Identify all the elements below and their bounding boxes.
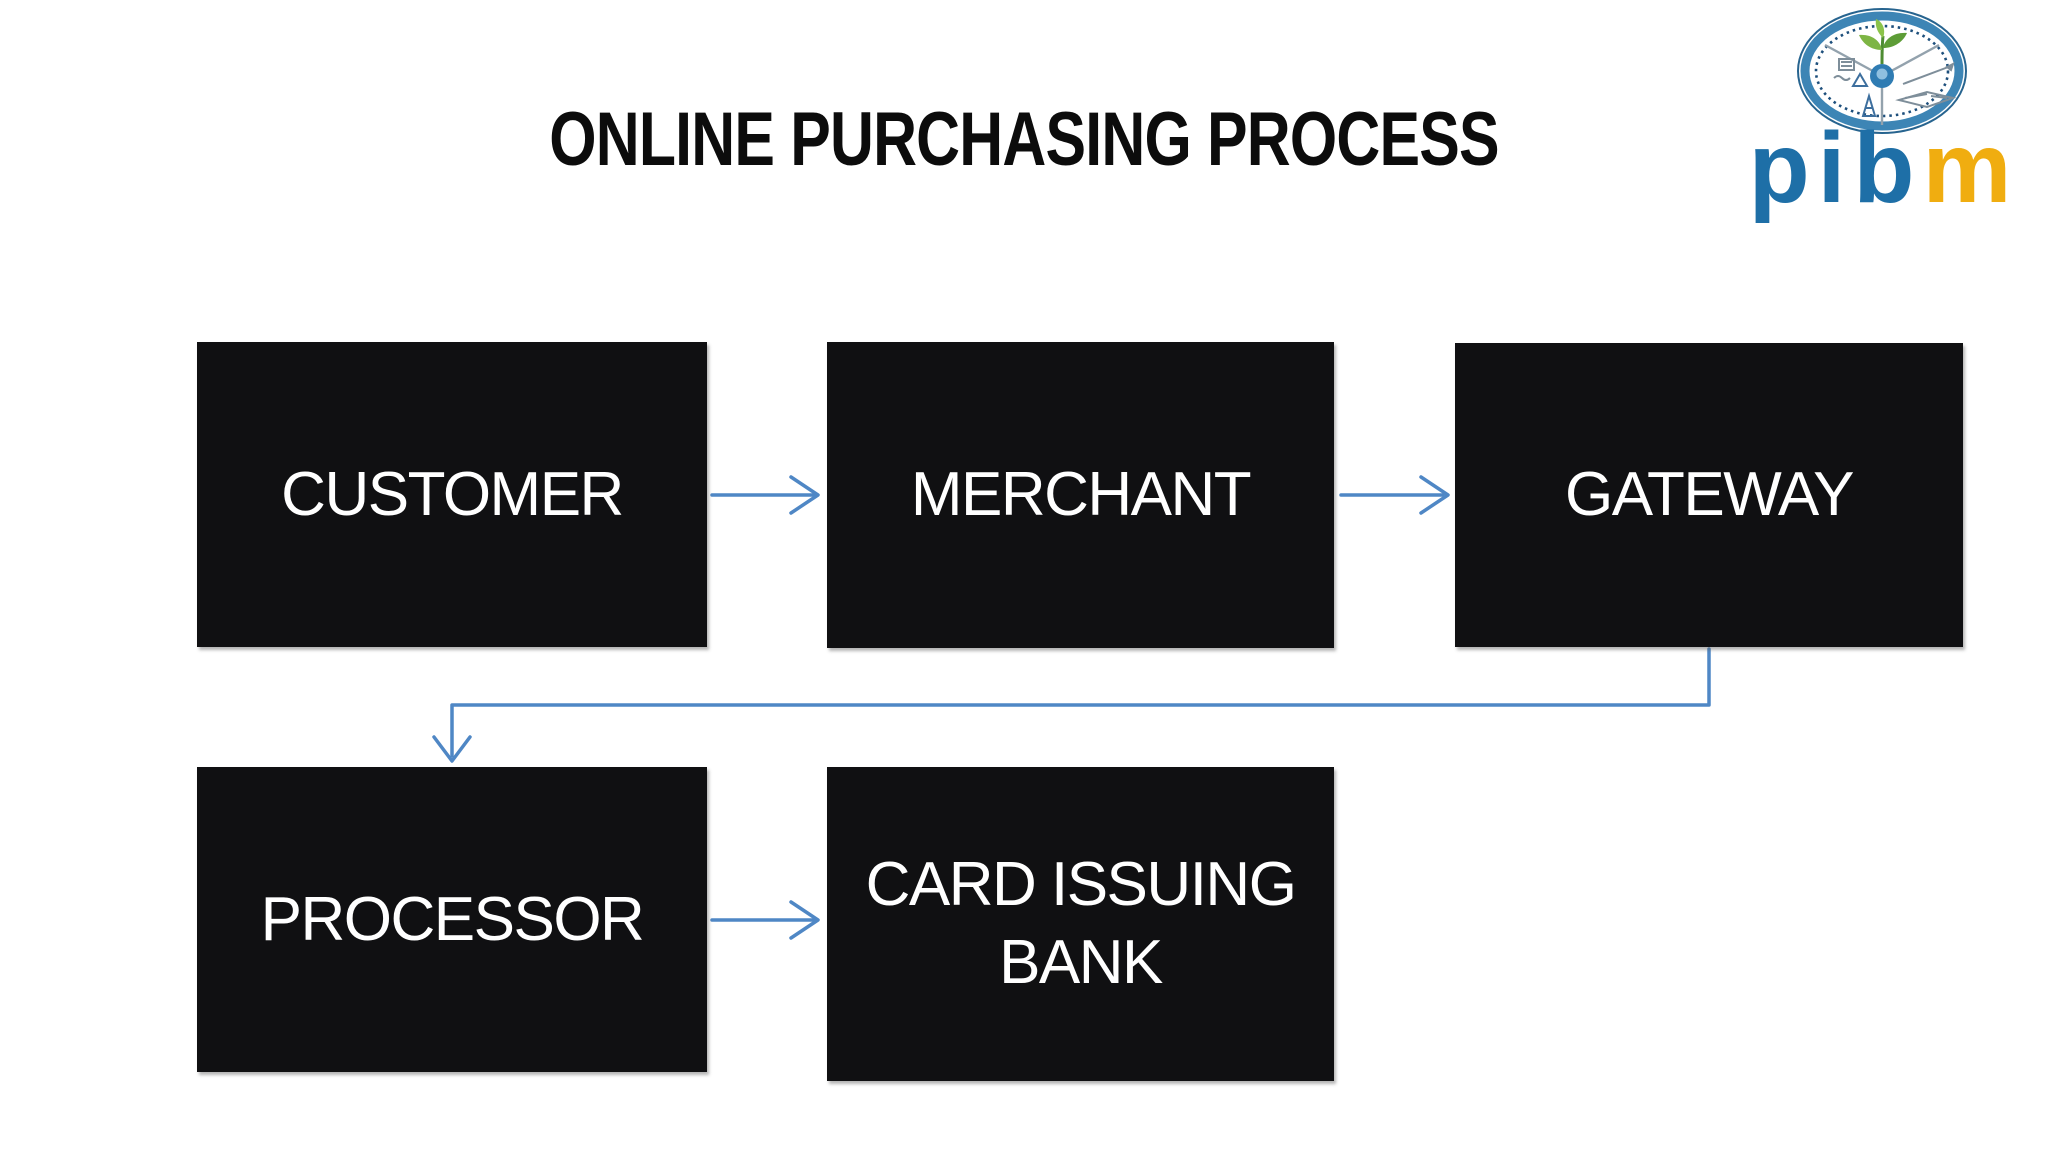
node-customer: CUSTOMER <box>197 342 707 647</box>
arrow-customer-to-merchant <box>710 475 820 515</box>
arrow-merchant-to-gateway <box>1339 475 1450 515</box>
page-title: ONLINE PURCHASING PROCESS <box>549 97 1499 182</box>
connector-gateway-to-processor <box>432 647 1711 763</box>
pibm-wordmark-pib: pib <box>1748 112 1923 224</box>
node-processor-label: PROCESSOR <box>260 884 645 954</box>
node-gateway-label: GATEWAY <box>1564 460 1855 529</box>
title-wrap: ONLINE PURCHASING PROCESS <box>205 92 1843 188</box>
node-processor: PROCESSOR <box>197 767 707 1072</box>
arrow-processor-to-card-issuing-bank <box>710 900 820 940</box>
node-merchant: MERCHANT <box>827 342 1334 648</box>
node-merchant-label: MERCHANT <box>910 460 1252 529</box>
pibm-logo: pibm <box>1738 0 2030 230</box>
node-gateway: GATEWAY <box>1455 343 1963 647</box>
node-customer-label: CUSTOMER <box>281 459 624 529</box>
pibm-wordmark-m: m <box>1922 112 2020 224</box>
pibm-emblem-icon <box>1797 8 1967 134</box>
node-card-issuing-bank-label: CARD ISSUING BANK <box>865 850 1297 997</box>
pibm-wordmark: pibm <box>1738 118 2030 218</box>
node-card-issuing-bank: CARD ISSUING BANK <box>827 767 1334 1081</box>
